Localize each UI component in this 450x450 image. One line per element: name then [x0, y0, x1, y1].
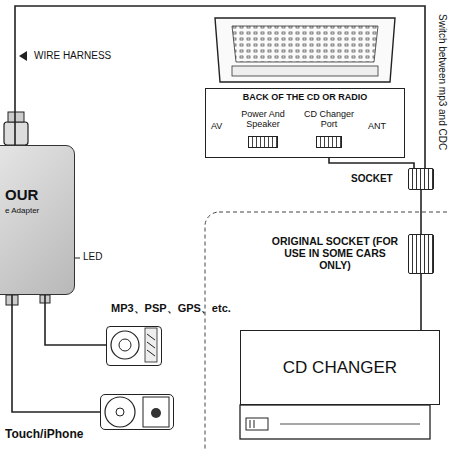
radio-back-panel: BACK OF THE CD OR RADIO AV Power And Speak…	[205, 88, 405, 158]
harness-arrow	[19, 51, 27, 61]
node-label: SOCKET	[351, 173, 393, 185]
radio-illustration	[215, 18, 395, 82]
socket-connector: SOCKET	[408, 168, 434, 190]
node-label: ORIGINAL SOCKET (FOR USE IN SOME CARS ON…	[271, 235, 399, 271]
switch-note: Switch between mp3 and CDC	[436, 14, 448, 150]
ant-port: ANT	[368, 121, 390, 137]
dashed-region	[205, 212, 450, 450]
cable	[12, 295, 100, 412]
node-label: AV	[211, 121, 222, 131]
harness-plug	[4, 112, 28, 145]
port-connector	[316, 136, 342, 148]
original-socket: ORIGINAL SOCKET (FOR USE IN SOME CARS ON…	[408, 234, 434, 274]
node-label: BACK OF THE CD OR RADIO	[206, 92, 404, 102]
node-label: Touch/iPhone	[5, 428, 83, 442]
power-speaker-port: Power And Speaker	[233, 109, 293, 153]
node-sublabel: e Adapter	[5, 206, 39, 215]
ipod-icon	[105, 397, 169, 427]
cable	[45, 295, 106, 345]
cable	[420, 274, 422, 330]
changer-base	[240, 405, 430, 439]
ipod-device: Touch/iPhone	[100, 394, 174, 430]
mp3-device: MP3、PSP、GPS、etc.	[106, 326, 162, 366]
port-connector	[248, 136, 278, 148]
cd-changer-box: CD CHANGER	[240, 330, 440, 405]
node-label: Power And Speaker	[233, 109, 293, 130]
cable	[15, 6, 425, 168]
adapter-box: OUR e Adapter	[0, 145, 75, 295]
av-port: AV	[211, 121, 229, 137]
wire-harness-label: WIRE HARNESS	[34, 50, 111, 62]
led-label: LED	[83, 251, 102, 263]
node-label: MP3、PSP、GPS、etc.	[111, 302, 231, 315]
node-label: OUR	[5, 186, 38, 203]
node-label: ANT	[368, 121, 386, 131]
node-label: CD CHANGER	[241, 358, 439, 378]
cd-changer-port: CD Changer Port	[298, 109, 360, 153]
node-label: CD Changer Port	[298, 109, 360, 130]
cable	[420, 190, 422, 234]
mp3-player-icon	[111, 328, 157, 362]
